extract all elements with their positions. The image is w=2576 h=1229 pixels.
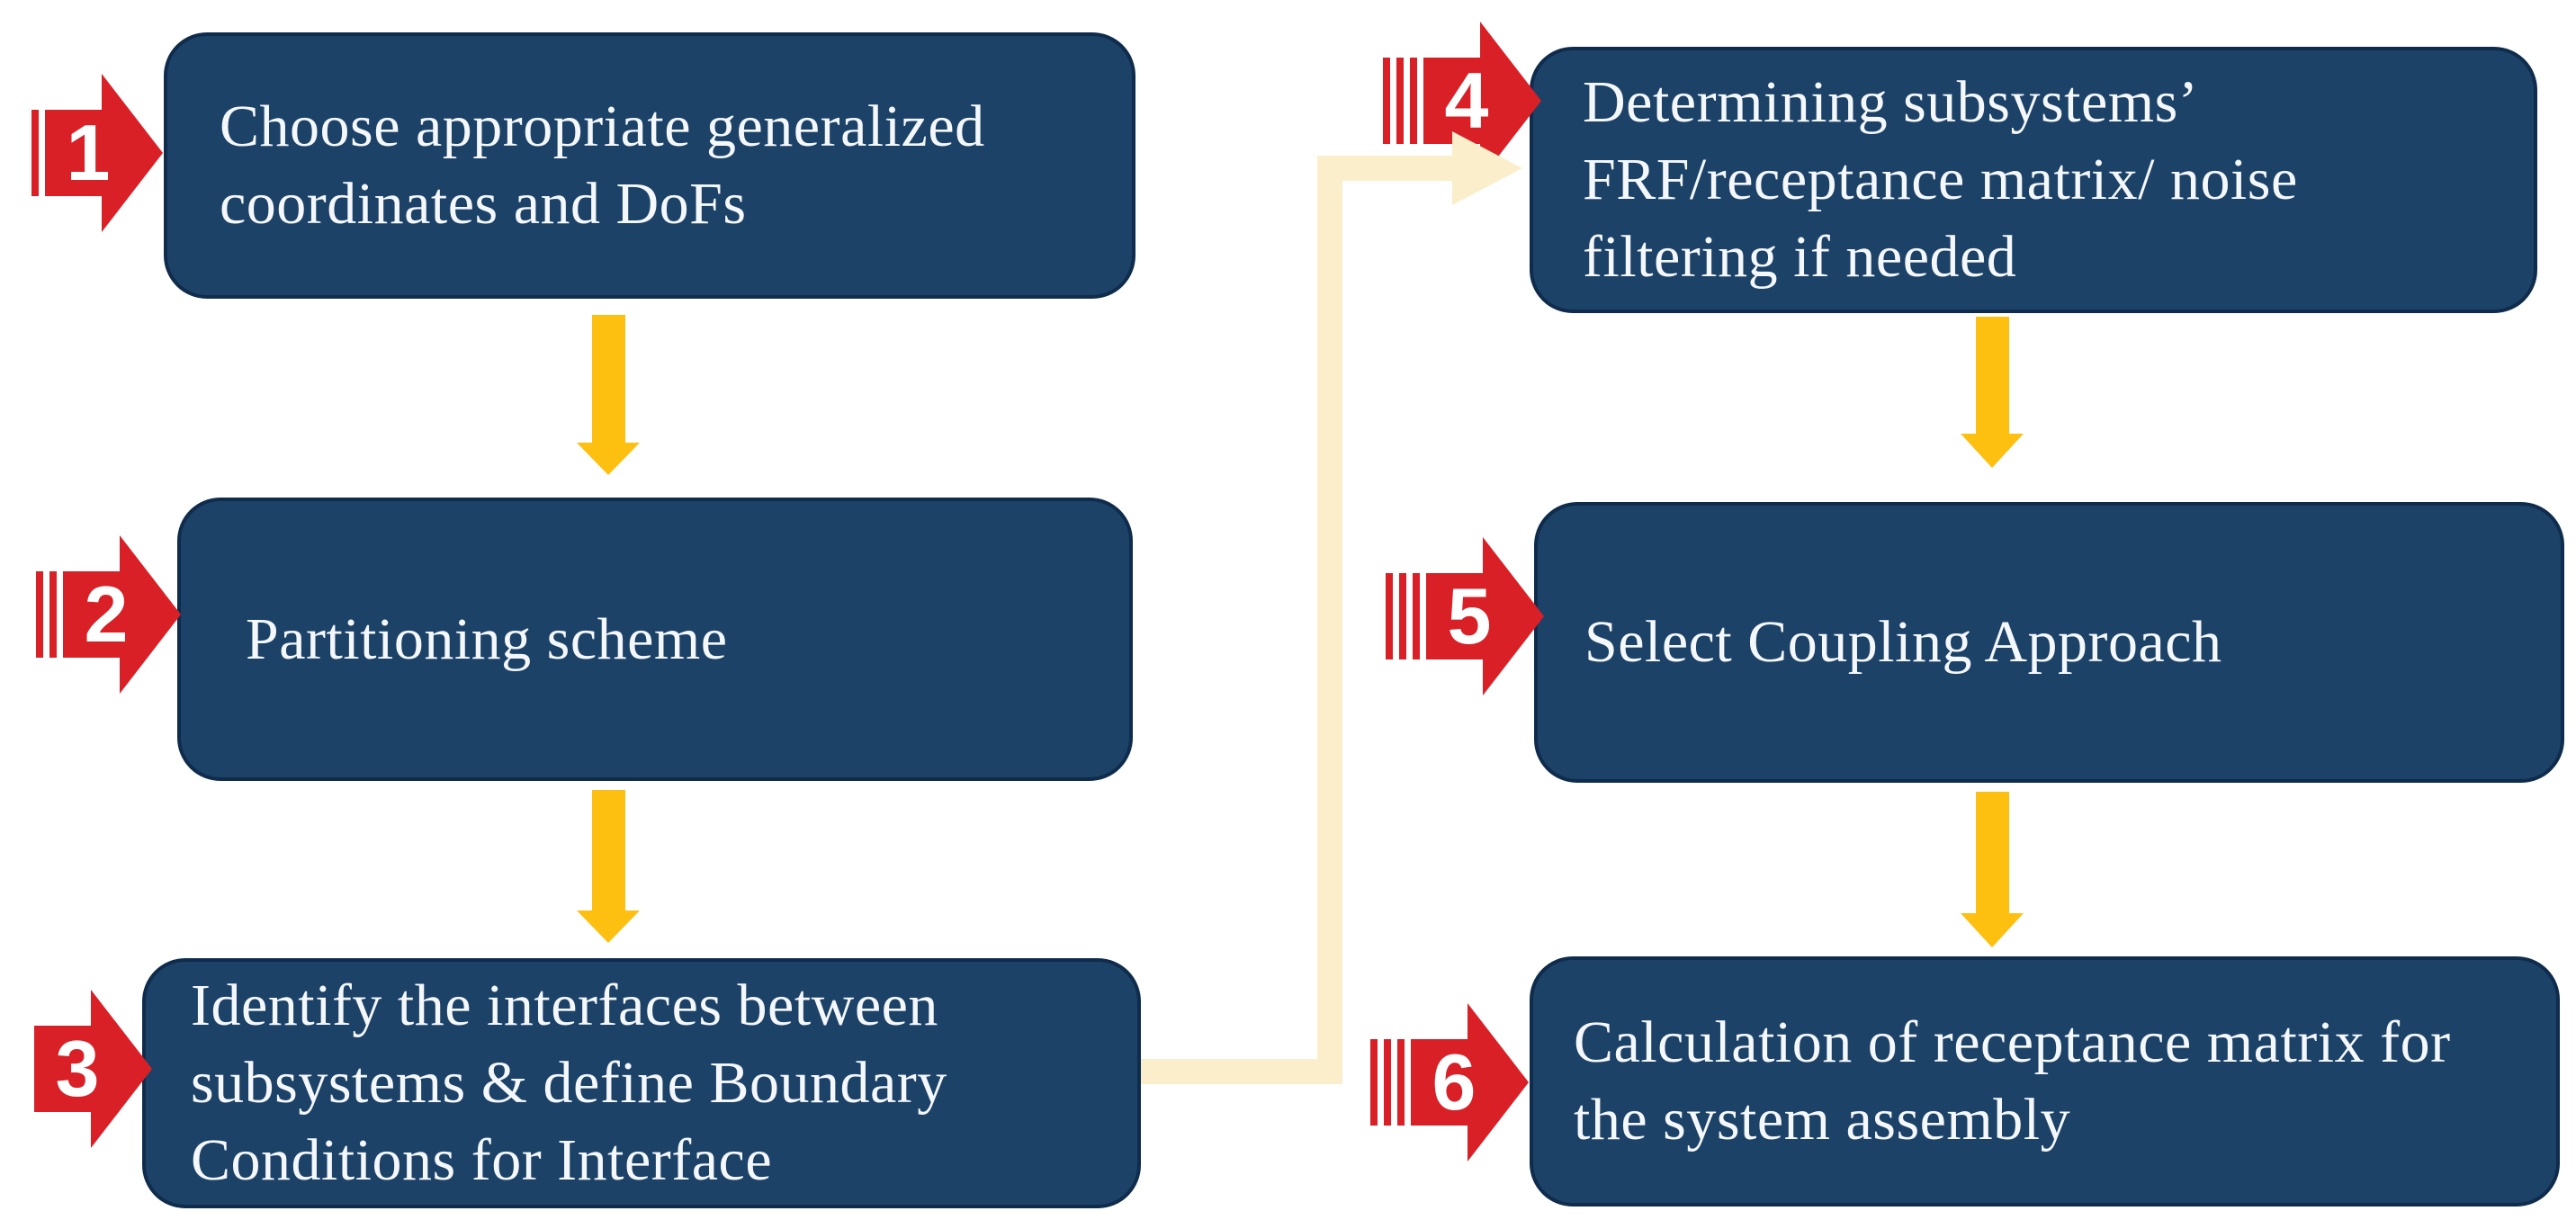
step-4-text: Determining subsystems’ FRF/receptance m… <box>1583 69 2298 290</box>
step-6-text: Calculation of receptance matrix for the… <box>1574 1009 2451 1153</box>
connector-box3-to-box4-vertical-segment <box>1317 156 1342 1084</box>
badge-stripe <box>1396 58 1404 144</box>
badge-stripe <box>1370 1039 1378 1126</box>
badge-stripe <box>31 110 39 196</box>
step-1-box: Choose appropriate generalized coordinat… <box>164 32 1135 299</box>
step-5-number: 5 <box>1447 571 1492 660</box>
badge-stripe <box>1383 58 1390 144</box>
arrow-step5-to-step6 <box>1961 792 2024 947</box>
arrow-head-icon <box>120 535 181 694</box>
step-3-arrow-badge: 3 <box>34 990 152 1148</box>
badge-stripe <box>49 571 57 658</box>
down-arrow-icon <box>1961 913 2024 947</box>
step-4-number: 4 <box>1444 56 1489 145</box>
badge-stripe <box>1399 573 1406 659</box>
connector-box3-to-box4-bottom-segment <box>1141 1059 1317 1084</box>
badge-stripe <box>1397 1039 1405 1126</box>
down-arrow-icon <box>577 443 640 475</box>
arrow-head-icon <box>91 990 152 1148</box>
badge-stripe <box>1410 58 1417 144</box>
step-5-text: Select Coupling Approach <box>1584 609 2222 675</box>
step-2-box: Partitioning scheme <box>177 498 1133 781</box>
step-5-arrow-badge: 5 <box>1386 537 1544 695</box>
step-3-text: Identify the interfaces between subsyste… <box>191 973 947 1193</box>
connector-box3-to-box4-top-segment <box>1339 156 1452 181</box>
step-6-box: Calculation of receptance matrix for the… <box>1530 956 2560 1207</box>
badge-stripe <box>1413 573 1420 659</box>
step-2-arrow-badge: 2 <box>36 535 181 694</box>
step-4-box: Determining subsystems’ FRF/receptance m… <box>1530 47 2537 313</box>
step-1-arrow-badge: 1 <box>31 74 163 232</box>
arrow-head-icon <box>1468 1003 1529 1162</box>
step-3-box: Identify the interfaces between subsyste… <box>142 958 1141 1208</box>
badge-stripe <box>36 571 43 658</box>
down-arrow-icon <box>1961 434 2024 468</box>
step-6-number: 6 <box>1432 1037 1476 1126</box>
down-arrow-icon <box>577 911 640 943</box>
step-5-box: Select Coupling Approach <box>1534 502 2564 783</box>
arrow-step1-to-step2 <box>577 315 640 475</box>
step-2-text: Partitioning scheme <box>246 606 728 672</box>
arrow-step2-to-step3 <box>577 790 640 943</box>
badge-stripe <box>1386 573 1393 659</box>
arrow-head-icon <box>102 74 163 232</box>
step-4-arrow-badge: 4 <box>1383 22 1541 180</box>
step-1-text: Choose appropriate generalized coordinat… <box>220 94 985 237</box>
badge-stripe <box>1384 1039 1391 1126</box>
step-1-number: 1 <box>66 108 111 197</box>
step-3-number: 3 <box>55 1024 100 1113</box>
arrow-head-icon <box>1483 537 1544 695</box>
step-6-arrow-badge: 6 <box>1370 1003 1529 1162</box>
arrow-step4-to-step5 <box>1961 317 2024 468</box>
step-2-number: 2 <box>84 570 129 659</box>
